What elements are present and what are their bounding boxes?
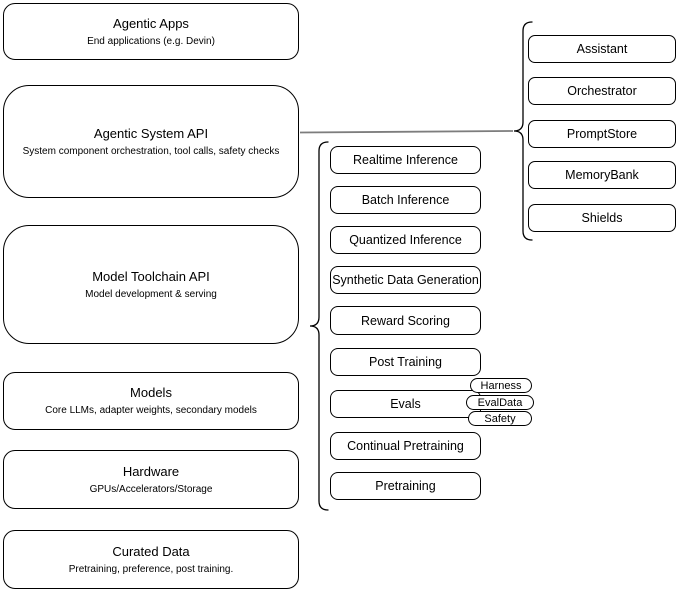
- node-title: Curated Data: [112, 543, 190, 559]
- node-model-toolchain-api: Model Toolchain API Model development & …: [3, 225, 299, 344]
- node-orchestrator: Orchestrator: [528, 77, 676, 105]
- brace-toolchain-group: [309, 141, 329, 511]
- node-title: Agentic Apps: [113, 15, 189, 31]
- node-subtitle: End applications (e.g. Devin): [87, 35, 215, 47]
- node-reward-scoring: Reward Scoring: [330, 306, 481, 335]
- node-agentic-apps: Agentic Apps End applications (e.g. Devi…: [3, 3, 299, 60]
- node-subtitle: Model development & serving: [85, 288, 217, 300]
- node-realtime-inference: Realtime Inference: [330, 146, 481, 174]
- node-title: Agentic System API: [93, 125, 209, 141]
- node-continual-pretraining: Continual Pretraining: [330, 432, 481, 460]
- node-subtitle: GPUs/Accelerators/Storage: [89, 483, 213, 495]
- node-models: Models Core LLMs, adapter weights, secon…: [3, 372, 299, 430]
- tag-safety: Safety: [468, 411, 532, 426]
- connector-agentic-line: [299, 130, 514, 134]
- node-promptstore: PromptStore: [528, 120, 676, 148]
- node-shields: Shields: [528, 204, 676, 232]
- tag-harness: Harness: [470, 378, 532, 393]
- node-synthetic-data-generation: Synthetic Data Generation: [330, 266, 481, 294]
- node-title: Models: [130, 385, 172, 400]
- node-memorybank: MemoryBank: [528, 161, 676, 189]
- node-pretraining: Pretraining: [330, 472, 481, 500]
- node-assistant: Assistant: [528, 35, 676, 63]
- node-batch-inference: Batch Inference: [330, 186, 481, 214]
- node-title: Model Toolchain API: [92, 268, 210, 284]
- node-curated-data: Curated Data Pretraining, preference, po…: [3, 530, 299, 589]
- node-agentic-system-api: Agentic System API System component orch…: [3, 85, 299, 198]
- node-post-training: Post Training: [330, 348, 481, 376]
- node-hardware: Hardware GPUs/Accelerators/Storage: [3, 450, 299, 509]
- node-title: Hardware: [122, 463, 180, 479]
- tag-evaldata: EvalData: [466, 395, 534, 410]
- node-subtitle: Core LLMs, adapter weights, secondary mo…: [45, 405, 257, 416]
- node-evals: Evals: [330, 390, 481, 418]
- node-quantized-inference: Quantized Inference: [330, 226, 481, 254]
- node-subtitle: System component orchestration, tool cal…: [22, 145, 280, 157]
- node-subtitle: Pretraining, preference, post training.: [68, 563, 234, 575]
